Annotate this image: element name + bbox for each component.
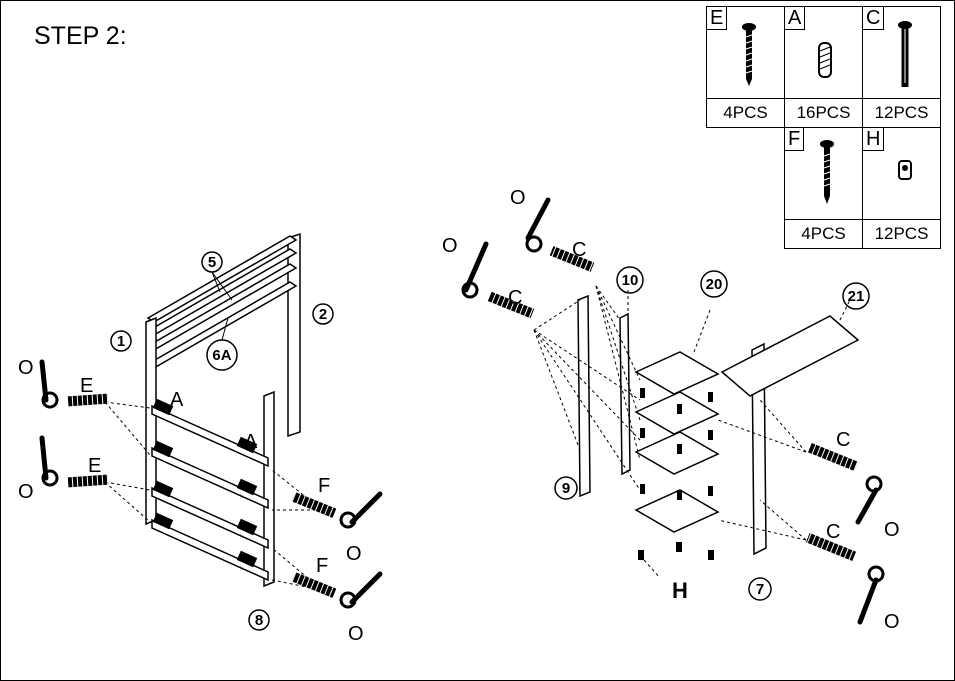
callout-10 [616, 266, 644, 294]
callout-5 [201, 251, 233, 301]
callout-2 [312, 303, 334, 325]
allen-key-icon [461, 197, 885, 625]
shelf-pegs [638, 388, 714, 560]
bolt-c-4 [805, 532, 857, 562]
allen-key-icon [39, 359, 383, 609]
part-cell-h: H [862, 127, 941, 220]
label-o-7: O [884, 519, 900, 541]
label-o-2: O [18, 481, 34, 503]
bolt-e-lower [67, 474, 109, 488]
label-c-4: C [826, 521, 840, 543]
callout-7 [748, 577, 772, 601]
part-qty-h: 12PCS [862, 219, 941, 249]
bolt-c-3 [807, 442, 859, 472]
label-e-lower: E [88, 455, 101, 477]
callout-20 [700, 270, 728, 298]
wooden-dowel-icon [818, 42, 832, 78]
label-a-lower: A [244, 431, 258, 453]
callout-2-label: 2 [319, 306, 327, 323]
callout-9 [554, 476, 578, 500]
callout-21 [842, 282, 870, 310]
step-title: STEP 2: [34, 22, 127, 50]
callout-6a [206, 317, 238, 371]
right-guide-lines [533, 285, 853, 579]
parts-table: E A [706, 6, 941, 249]
callout-6a-label: 6A [212, 347, 231, 364]
bolt-icon [898, 21, 912, 87]
bolt-c-1 [549, 246, 595, 272]
label-e-upper: E [80, 375, 93, 397]
callout-10-label: 10 [622, 272, 639, 289]
bolt-e-upper [67, 393, 109, 407]
bolt-f-upper [291, 492, 337, 518]
label-o-5: O [510, 187, 526, 209]
left-guide-lines [104, 401, 323, 591]
label-o-8: O [884, 611, 900, 633]
label-f-upper: F [318, 475, 330, 497]
part-letter-h: H [863, 128, 885, 151]
callout-21-label: 21 [848, 288, 865, 305]
label-o-4: O [348, 623, 364, 645]
label-c-3: C [836, 429, 850, 451]
barrel-nut-icon [898, 160, 912, 180]
part-letter-a: A [785, 7, 806, 30]
right-frame [577, 294, 860, 556]
callout-9-label: 9 [562, 480, 570, 497]
label-h: H [672, 578, 688, 603]
left-frame [145, 232, 301, 588]
label-c-2: C [508, 287, 522, 309]
callout-1 [110, 330, 132, 352]
part-letter-c: C [863, 7, 885, 30]
part-cell-a: A [784, 6, 863, 99]
part-qty-f: 4PCS [784, 219, 863, 249]
bolt-f-lower [291, 572, 337, 598]
part-qty-e: 4PCS [706, 98, 785, 128]
callout-1-label: 1 [117, 333, 125, 350]
wood-screw-icon [820, 140, 834, 204]
bolt-c-2 [487, 291, 535, 319]
long-screw-icon [742, 23, 756, 86]
callout-8 [248, 609, 270, 631]
dowel-marks [152, 398, 258, 568]
label-o-1: O [18, 357, 34, 379]
label-f-lower: F [316, 555, 328, 577]
label-o-6: O [442, 235, 458, 257]
label-o-3: O [346, 543, 362, 565]
part-letter-e: E [707, 7, 728, 30]
part-letter-f: F [785, 128, 805, 151]
callout-7-label: 7 [756, 581, 764, 598]
part-qty-c: 12PCS [862, 98, 941, 128]
callout-5-label: 5 [208, 254, 216, 271]
callout-8-label: 8 [255, 612, 263, 629]
label-c-1: C [572, 239, 586, 261]
label-a-upper: A [170, 389, 184, 411]
callout-20-label: 20 [706, 276, 723, 293]
